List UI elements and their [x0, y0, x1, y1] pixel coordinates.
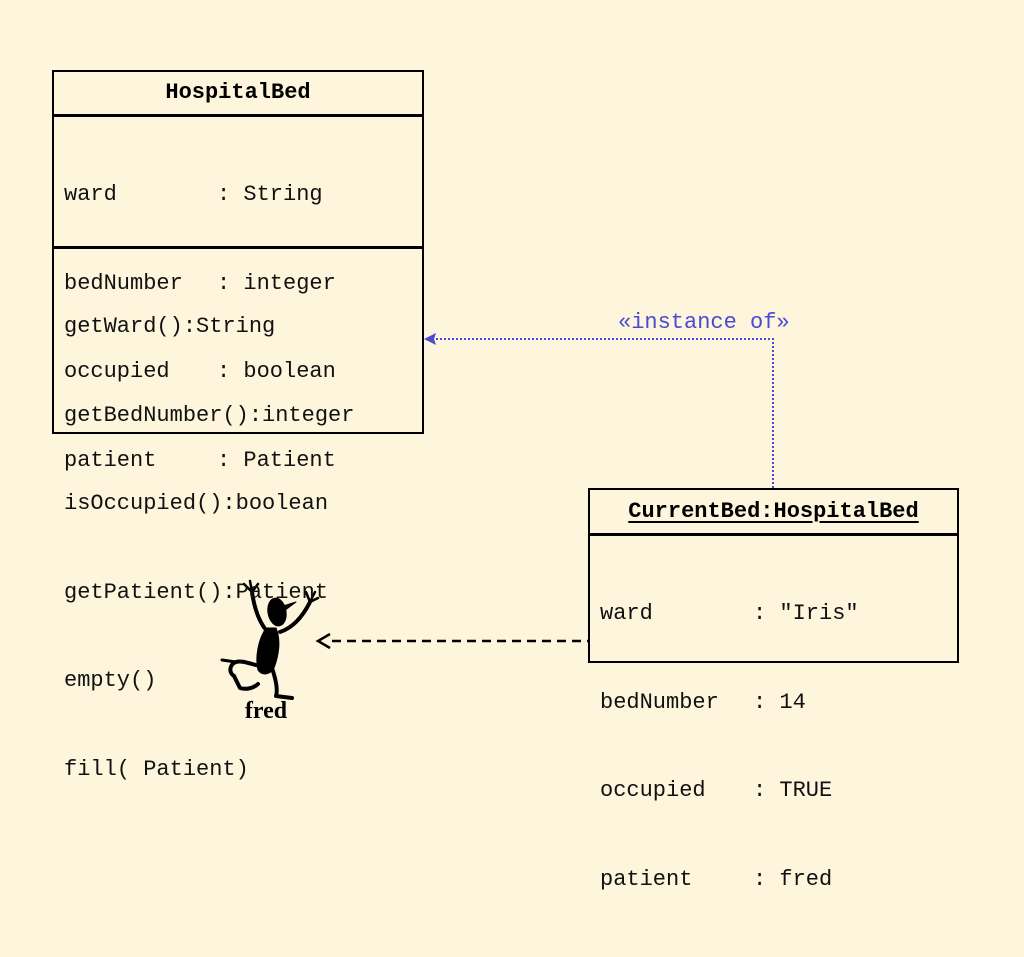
attribute-type: : boolean	[217, 359, 336, 384]
object-slots: ward : "Iris" bedNumber : 14 occupied : TRU…	[590, 536, 957, 957]
fred-figure-icon	[220, 579, 320, 700]
attribute-name: ward	[64, 182, 117, 207]
attribute-name: patient	[64, 447, 157, 473]
attribute-type: : Patient	[217, 447, 336, 473]
operation-row: getWard():String	[64, 314, 276, 339]
slot-name: ward	[600, 601, 653, 626]
operation-row: fill( Patient)	[64, 756, 249, 782]
operation-row: getPatient():Patient	[64, 579, 329, 605]
attribute-name: occupied	[64, 359, 170, 384]
operation-row: isOccupied():boolean	[64, 491, 329, 516]
operation-row: empty()	[64, 668, 157, 693]
slot-row: occupied : TRUE	[600, 776, 947, 806]
slot-row: bedNumber : 14	[600, 688, 947, 718]
fred-label: fred	[244, 698, 288, 724]
instance-of-line	[432, 338, 774, 488]
attribute-row: occupied : boolean	[64, 357, 412, 387]
patient-reference-arrowhead	[315, 632, 331, 650]
connectors	[220, 333, 774, 700]
attribute-type: : integer	[217, 270, 336, 296]
object-box-currentbed: CurrentBed:HospitalBed ward : "Iris" bedN…	[588, 488, 959, 892]
instance-of-arrowhead	[424, 333, 436, 345]
class-attributes: ward : String bedNumber : integer occupied…	[54, 117, 422, 473]
class-title: HospitalBed	[54, 72, 422, 117]
slot-name: bedNumber	[600, 689, 719, 715]
instance-of-label: «instance of»	[618, 310, 790, 335]
attribute-row: ward : String	[64, 180, 412, 210]
object-title-text: CurrentBed:HospitalBed	[628, 499, 919, 524]
slot-value: : fred	[753, 866, 833, 892]
object-title: CurrentBed:HospitalBed	[590, 490, 957, 536]
slot-row: ward : "Iris"	[600, 599, 947, 629]
attribute-row: bedNumber : integer	[64, 269, 412, 299]
slot-value: : TRUE	[753, 778, 833, 803]
attribute-row: patient : Patient	[64, 446, 412, 476]
class-box-hospitalbed: HospitalBed ward : String bedNumber : inte…	[52, 70, 424, 782]
attribute-name: bedNumber	[64, 270, 183, 296]
slot-row: patient : fred	[600, 865, 947, 895]
slot-name: patient	[600, 866, 693, 892]
slot-value: : 14	[753, 689, 806, 715]
attribute-type: : String	[217, 182, 323, 207]
slot-name: occupied	[600, 778, 706, 803]
slot-value: : "Iris"	[753, 601, 859, 626]
operation-row: getBedNumber():integer	[64, 402, 355, 428]
class-operations: getWard():String getBedNumber():integer …	[54, 246, 422, 847]
